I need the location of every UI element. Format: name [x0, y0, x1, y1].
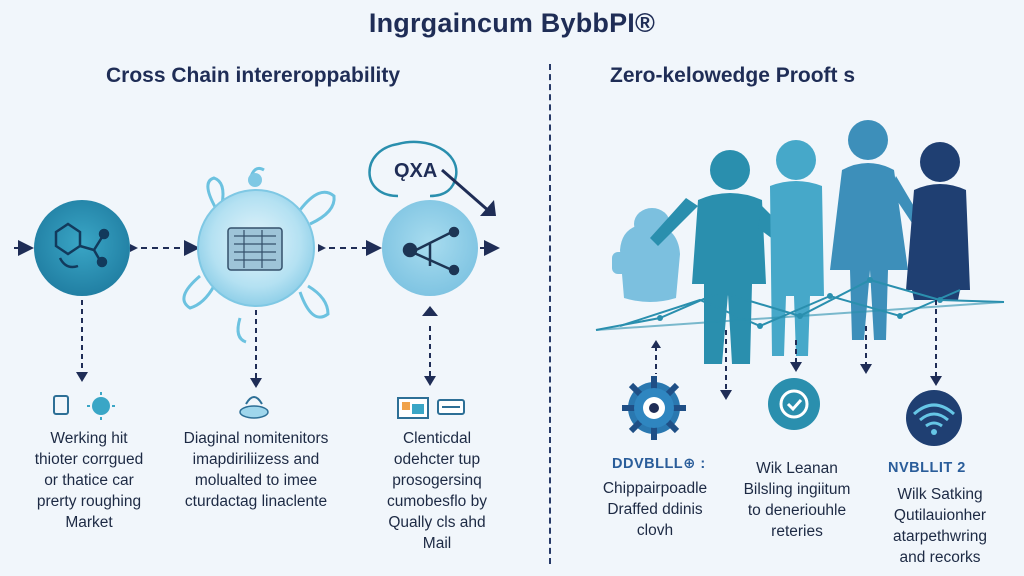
caption-2: Diaginal nomitenitors imapdiriliizess an…: [164, 428, 348, 512]
puzzle-network-icon: [54, 222, 110, 269]
caption-line: molualted to imee: [194, 472, 318, 489]
speech-bubble: [368, 140, 496, 216]
connector-node2-node3: [318, 240, 382, 256]
figure-woman-1: [770, 140, 824, 356]
caption-line: atarpethwring: [893, 528, 987, 545]
caption-6: Wilk Satking Qutilauionher atarpethwring…: [866, 484, 1014, 568]
caption-line: and recorks: [899, 549, 981, 566]
caption-line: to deneriouhle: [747, 502, 847, 519]
caption-line: Draffed ddinis: [607, 501, 703, 518]
shield-icon: [768, 378, 820, 430]
share-link-icon: [402, 226, 460, 276]
caption-line: prerty roughing: [36, 493, 142, 510]
caption-line: reteries: [771, 523, 823, 540]
node-2: [182, 166, 336, 344]
caption-line: Wik Leanan: [756, 460, 838, 477]
bubble-tendrils: [182, 166, 336, 344]
caption-line: Clenticdal: [402, 430, 472, 447]
caption-line: imapdiriliizess and: [192, 451, 320, 468]
gear-icon: [622, 376, 686, 440]
caption-line: prosogersinq: [392, 472, 482, 489]
left-down-arrows: [81, 300, 431, 380]
caption-3: Clenticdal odehcter tup prosogersinq cum…: [362, 428, 512, 554]
bubble-label: ǪXA: [394, 160, 438, 182]
chip-bubble-icon: [227, 227, 283, 271]
section-title-zero-knowledge: Zero-kelowedge Prooft s: [610, 64, 856, 87]
badge-2: NVBLLIT 2: [888, 460, 966, 476]
caption-icon-2: [239, 396, 269, 419]
caption-line: Werking hit: [50, 430, 128, 447]
caption-line: Chippairpoadle: [602, 480, 708, 497]
people-illustration: [612, 120, 970, 364]
node-3: [382, 200, 478, 296]
caption-line: or thatice car: [44, 472, 134, 489]
caption-1: Werking hit thioter corrgued or thatice …: [14, 428, 164, 533]
caption-line: Qutilauionher: [893, 507, 987, 524]
caption-line: cumobesflo by: [387, 493, 487, 510]
figure-tall: [906, 142, 970, 300]
caption-line: thioter corrgued: [34, 451, 144, 468]
section-divider: [549, 64, 551, 564]
node-1: [34, 200, 130, 296]
caption-line: Wilk Satking: [897, 486, 983, 503]
caption-icon-1: [53, 392, 115, 420]
right-down-arrows: [655, 300, 937, 392]
caption-line: cturdactag linaclente: [184, 493, 328, 510]
page-title: Ingrgaincum BybbPI®: [368, 8, 656, 38]
caption-4: Chippairpoadle Draffed ddinis clovh: [580, 478, 730, 541]
wifi-icon: [906, 390, 962, 446]
caption-5: Wik Leanan Bilsling ingiitum to deneriou…: [722, 458, 872, 542]
caption-line: odehcter tup: [393, 451, 481, 468]
section-title-cross-chain: Cross Chain intereropрability: [106, 64, 401, 87]
figure-small: [612, 208, 680, 302]
figure-woman-2: [830, 120, 922, 340]
caption-line: Qually cls ahd: [388, 514, 486, 531]
caption-line: Market: [65, 514, 113, 531]
caption-line: Diaginal nomitenitors: [183, 430, 329, 447]
caption-line: Bilsling ingiitum: [743, 481, 851, 498]
connector-node1-node2: [130, 240, 200, 256]
badge-1: DDVBLLL⊕ :: [612, 456, 706, 472]
caption-line: clovh: [636, 522, 674, 539]
caption-icon-3: [397, 397, 465, 419]
caption-line: Mail: [422, 535, 452, 552]
